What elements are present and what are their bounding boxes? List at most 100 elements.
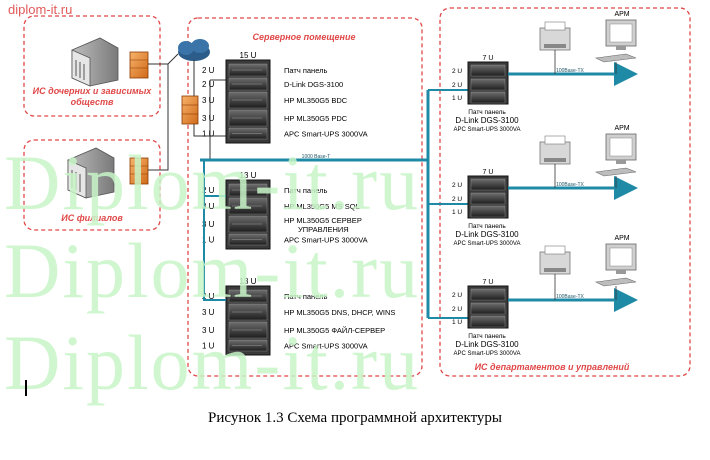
rack-unit-label-line2: УПРАВЛЕНИЯ — [298, 225, 349, 234]
dept-rack-label-1: Патч панель — [468, 223, 506, 230]
dept-rack-unit-size: 2 U — [452, 82, 462, 89]
dept-rack-label-1: Патч панель — [468, 333, 506, 340]
watermark-top: diplom-it.ru — [8, 2, 73, 17]
rack-2: 13 U 2 U Патч панель 3 U HP ML350G5 MS SQL 3 … — [202, 171, 368, 250]
dept-rack-label-1: Патч панель — [468, 109, 506, 116]
dept-rack-unit — [470, 288, 506, 301]
rack-unit-label: Патч панель — [284, 186, 327, 195]
firewall-icon-branches — [129, 157, 149, 185]
rack-unit-size: 3 U — [202, 96, 215, 105]
dept-rack-size-label: 7 U — [483, 55, 494, 62]
dept-rack-unit-size: 2 U — [452, 68, 462, 75]
dept-rack-label-2: D-Link DGS-3100 — [455, 230, 519, 239]
zone-server-room — [187, 17, 423, 377]
rack-unit-size: 2 U — [202, 80, 215, 89]
lan-label: 100Base-TX — [556, 182, 584, 188]
rack-unit-label: Патч панель — [284, 292, 327, 301]
arm-group-3: АРМ 100Base-TX — [508, 235, 638, 312]
workstation-icon — [594, 133, 637, 177]
arm-group-2: АРМ 100Base-TX — [508, 125, 638, 200]
dept-rack-label-3: APC Smart-UPS 3000VA — [454, 127, 521, 133]
dept-rack-label-3: APC Smart-UPS 3000VA — [454, 241, 521, 247]
zone-subsidiaries — [23, 15, 161, 117]
rack-unit-label: APC Smart-UPS 3000VA — [284, 236, 368, 245]
dept-rack-label-2: D-Link DGS-3100 — [455, 116, 519, 125]
rack-size-label: 13 U — [240, 277, 257, 286]
rack-unit-size: 3 U — [202, 202, 215, 211]
rack-unit-label: Патч панель — [284, 66, 327, 75]
workstations: АРМ 100Base-TX АРМ 100Base-TX АРМ 100Base-TX — [508, 11, 638, 312]
dept-rack-label-3: APC Smart-UPS 3000VA — [454, 351, 521, 357]
zone-departments-label: ИС департаментов и управлений — [475, 362, 630, 372]
arm-label: АРМ — [614, 125, 629, 132]
watermark-big-3: Diplom-it.ru — [4, 319, 421, 406]
dept-rack-unit-size: 1 U — [452, 319, 462, 326]
building-icon-subsidiaries — [71, 37, 119, 87]
rack-unit-label: HP ML350G5 MS SQL — [284, 202, 360, 211]
dept-rack-unit — [470, 64, 506, 77]
zone-subsidiaries-line2: обществ — [71, 97, 114, 107]
watermark-big-2: Diplom-it.ru — [4, 227, 421, 314]
dept-rack-unit — [470, 205, 506, 218]
rack-unit-size: 3 U — [202, 308, 215, 317]
rack-unit-size: 3 U — [202, 220, 215, 229]
dept-rack-unit — [470, 302, 506, 315]
uplink-lines — [148, 53, 226, 171]
rack-unit-size: 2 U — [202, 186, 215, 195]
rack-unit-size: 2 U — [202, 66, 215, 75]
dept-rack-unit — [470, 91, 506, 104]
zone-server-room-label: Серверное помещение — [253, 32, 356, 42]
rack-unit-size: 3 U — [202, 114, 215, 123]
rack-unit-label: HP ML350G5 PDC — [284, 114, 348, 123]
dept-rack-size-label: 7 U — [483, 169, 494, 176]
printer-icon — [539, 245, 571, 275]
printer-icon — [539, 21, 571, 51]
dept-rack-unit — [470, 78, 506, 91]
zone-departments — [439, 7, 691, 377]
printer-icon — [539, 135, 571, 165]
rack-unit-label: HP ML350G5 BDC — [284, 96, 348, 105]
rack-unit-size: 2 U — [202, 292, 215, 301]
arm-label: АРМ — [614, 11, 629, 18]
dept-rack-unit-size: 1 U — [452, 95, 462, 102]
dept-rack-unit-size: 2 U — [452, 292, 462, 299]
workstation-icon — [594, 243, 637, 287]
rack-unit-label-line1: HP ML350G5 СЕРВЕР — [284, 216, 362, 225]
rack-unit-label: APC Smart-UPS 3000VA — [284, 342, 368, 351]
rack-1: 15 U 2 U Патч панель 2 U D-Link DGS-3100 3 U H… — [202, 51, 368, 144]
dept-rack-label-2: D-Link DGS-3100 — [455, 340, 519, 349]
firewall-icon-server-room — [181, 95, 199, 125]
dept-rack-size-label: 7 U — [483, 279, 494, 286]
watermark-big-1: Diplom-it.ru — [4, 139, 421, 226]
rack-unit-label: HP ML350G5 DNS, DHCP, WINS — [284, 308, 395, 317]
rack-unit-size: 1 U — [202, 236, 215, 245]
rack-size-label: 13 U — [240, 171, 257, 180]
rack-unit-label: APC Smart-UPS 3000VA — [284, 130, 368, 139]
lan-label: 100Base-TX — [556, 68, 584, 74]
dept-rack-unit — [470, 192, 506, 205]
lan-label: 100Base-TX — [556, 294, 584, 300]
backbone-bus: 1000 Base-T — [200, 89, 470, 319]
rack-unit-size: 3 U — [202, 326, 215, 335]
rack-unit-label: D-Link DGS-3100 — [284, 80, 343, 89]
text-cursor — [25, 380, 27, 396]
bus-label: 1000 Base-T — [302, 154, 331, 160]
arm-label: АРМ — [614, 235, 629, 242]
figure-caption: Рисунок 1.3 Схема программной архитектур… — [207, 410, 503, 426]
zone-branches-label: ИС филиалов — [61, 213, 123, 223]
rack-unit-label: HP ML350G5 ФАЙЛ-СЕРВЕР — [284, 326, 385, 335]
cloud-icon — [178, 39, 210, 61]
dept-rack-unit-size: 2 U — [452, 306, 462, 313]
server-racks: 15 U 2 U Патч панель 2 U D-Link DGS-3100 3 U H… — [202, 51, 395, 356]
dept-rack-unit — [470, 315, 506, 328]
rack-unit-size: 1 U — [202, 130, 215, 139]
zone-subsidiaries-line1: ИС дочерних и зависимых — [33, 86, 153, 96]
rack-size-label: 15 U — [240, 51, 257, 60]
arm-group-1: АРМ 100Base-TX — [508, 11, 638, 86]
